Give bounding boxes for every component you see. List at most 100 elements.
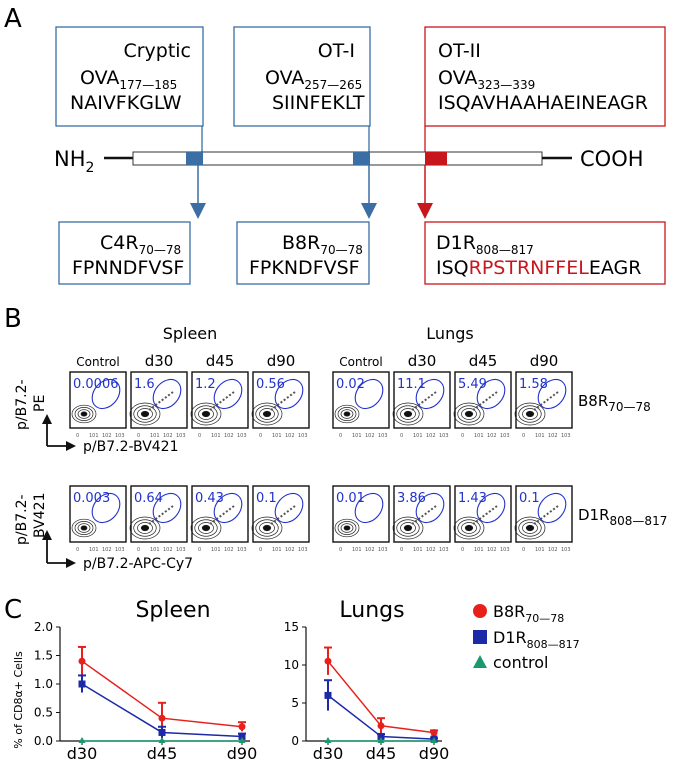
- legend-label: B8R70—78: [493, 602, 564, 625]
- contour-line: [255, 519, 279, 537]
- legend-marker: [473, 604, 487, 618]
- column-header: d90: [267, 352, 296, 370]
- positive-population: [411, 391, 437, 411]
- cryptic-ova: OVA177—185: [80, 67, 177, 92]
- axis-tick: 103: [237, 433, 247, 439]
- axis-tick: 0: [461, 433, 464, 439]
- data-point: [377, 722, 385, 730]
- positive-population: [209, 505, 235, 525]
- positive-population: [148, 391, 174, 411]
- bottom-box-b8r: B8R70—78 FPKNDFVSF: [236, 221, 370, 285]
- contour-line: [137, 408, 153, 420]
- ot2-title: OT-II: [438, 40, 481, 62]
- cryptic-epitope: [186, 152, 203, 165]
- gate-percentage: 1.58: [519, 377, 548, 392]
- gate-ellipse: [354, 492, 384, 524]
- data-point: [377, 732, 385, 740]
- axis-tick: 103: [378, 433, 388, 439]
- axis-tick: 0: [339, 547, 342, 553]
- contour-line: [343, 525, 351, 531]
- nh2-label: NH2: [54, 147, 94, 176]
- axis-tick: 101: [535, 547, 545, 553]
- axis-tick: 103: [439, 547, 449, 553]
- y-tick-label: 5: [291, 696, 299, 710]
- contour-line: [453, 402, 485, 426]
- contour-line: [514, 402, 546, 426]
- contour-line: [337, 521, 357, 535]
- column-header: d30: [145, 352, 174, 370]
- contour-line: [129, 516, 161, 540]
- contour-line: [198, 408, 214, 420]
- axis-tick: 101: [535, 433, 545, 439]
- axis-tick: 0: [137, 433, 140, 439]
- gate-percentage: 0.64: [134, 491, 163, 506]
- data-point: [324, 737, 332, 743]
- axis-tick: 103: [561, 547, 571, 553]
- spleen-header: Spleen: [163, 324, 218, 343]
- axis-tick: 102: [285, 547, 295, 553]
- axis-tick: 101: [474, 547, 484, 553]
- contour-line: [198, 522, 214, 534]
- axis-tick: 0: [198, 547, 201, 553]
- contour-line: [133, 405, 157, 423]
- contour-line: [140, 410, 150, 418]
- gate-percentage: 1.43: [458, 491, 487, 506]
- data-point: [324, 691, 332, 699]
- panel-a-letter: A: [4, 4, 22, 34]
- positive-population: [270, 505, 296, 525]
- data-point: [238, 723, 246, 731]
- axis-tick: 101: [272, 547, 282, 553]
- x-tick-label: d45: [147, 744, 178, 762]
- contour-line: [259, 408, 275, 420]
- axis-tick: 103: [176, 433, 186, 439]
- ot1-epitope: [353, 152, 370, 165]
- column-header: Control: [76, 355, 119, 369]
- contour-line: [522, 522, 538, 534]
- contour-line: [255, 405, 279, 423]
- axis-tick: 103: [176, 547, 186, 553]
- b8r-name: B8R70—78: [282, 232, 363, 257]
- y-tick-label: 0.5: [34, 706, 53, 720]
- column-header: Control: [339, 355, 382, 369]
- axis-tick: 101: [413, 547, 423, 553]
- data-point: [78, 680, 86, 688]
- contour-line: [262, 524, 272, 532]
- y-tick-label: 1.5: [34, 649, 53, 663]
- axis-tick: 102: [487, 547, 497, 553]
- contour-line: [71, 404, 97, 424]
- axis-tick: 103: [561, 433, 571, 439]
- data-point: [430, 729, 438, 737]
- positive-population: [472, 391, 498, 411]
- gate-ellipse: [274, 378, 304, 410]
- axis-tick: 101: [352, 433, 362, 439]
- axis-tick: 0: [137, 547, 140, 553]
- cryptic-seq: NAIVFKGLW: [70, 92, 182, 114]
- contour-line: [396, 405, 420, 423]
- d1r-seq: ISQRPSTRNFFELEAGR: [436, 257, 641, 279]
- ot1-seq: SIINFEKLT: [272, 92, 365, 114]
- contour-line: [80, 525, 88, 531]
- top-box-ot1: OT-I OVA257—265 SIINFEKLT: [233, 26, 371, 127]
- b8r-seq: FPKNDFVSF: [249, 257, 360, 279]
- bottom-box-c4r: C4R70—78 FPNNDFVSF: [58, 221, 191, 285]
- axis-tick: 102: [163, 547, 173, 553]
- ot2-epitope: [425, 152, 447, 165]
- axis-tick: 0: [76, 547, 79, 553]
- top-box-cryptic: Cryptic OVA177—185 NAIVFKGLW: [55, 26, 204, 127]
- axis-tick: 102: [487, 433, 497, 439]
- gate-percentage: 0.1: [256, 491, 277, 506]
- gate-ellipse: [91, 492, 121, 524]
- arrow-ot2-head: [417, 203, 433, 219]
- gate-percentage: 0.02: [336, 377, 365, 392]
- d1r-name: D1R808—817: [436, 232, 534, 257]
- axis-tick: 103: [298, 547, 308, 553]
- cooh-label: COOH: [580, 147, 644, 171]
